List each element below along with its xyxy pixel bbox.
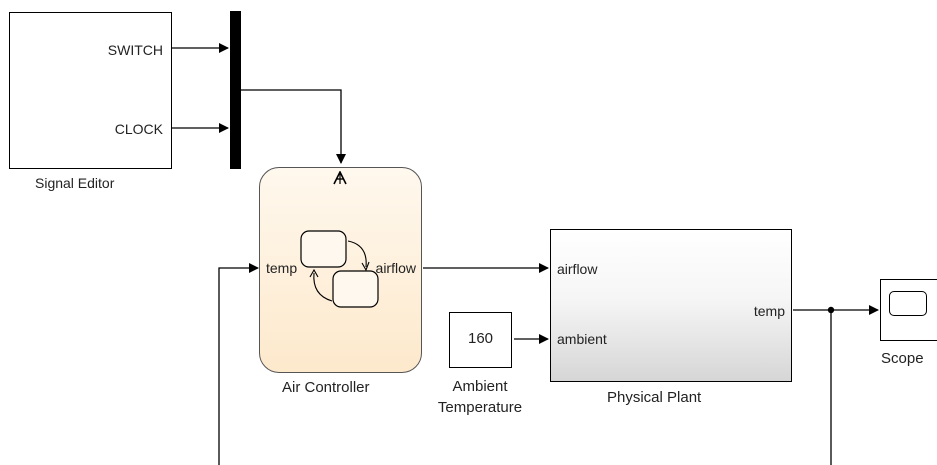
wire-feedback-to-temp[interactable] [218, 263, 259, 465]
signal-editor-block[interactable]: SWITCH CLOCK [9, 12, 172, 169]
physical-plant-label: Physical Plant [607, 389, 702, 406]
air-controller-block[interactable]: temp airflow [259, 167, 422, 373]
physical-plant-port-temp: temp [753, 303, 785, 319]
physical-plant-block[interactable]: airflow ambient temp [550, 229, 792, 382]
physical-plant-port-ambient: ambient [557, 331, 607, 347]
constant-value: 160 [467, 330, 494, 347]
state-diagram-icon [300, 230, 379, 308]
scope-display-icon [889, 291, 927, 316]
wire-mux-to-air-controller[interactable] [241, 89, 346, 164]
ambient-temperature-label-line2: Temperature [437, 399, 523, 416]
air-controller-port-airflow: airflow [375, 260, 416, 276]
ambient-temperature-label-line1: Ambient [452, 378, 508, 395]
signal-editor-port-clock: CLOCK [114, 121, 163, 137]
air-controller-port-temp: temp [266, 260, 298, 276]
ambient-temperature-constant[interactable]: 160 [449, 312, 512, 368]
signal-editor-port-switch: SWITCH [107, 42, 163, 58]
mux-block[interactable] [230, 11, 241, 169]
signal-editor-label: Signal Editor [35, 175, 115, 191]
stateflow-chart-icon [333, 171, 347, 185]
ambient-temperature-label: Ambient Temperature [420, 376, 540, 418]
scope-label: Scope [881, 350, 924, 367]
scope-block[interactable] [880, 279, 937, 341]
physical-plant-port-airflow: airflow [557, 261, 598, 277]
air-controller-label: Air Controller [282, 379, 370, 396]
branch-point [827, 306, 835, 314]
